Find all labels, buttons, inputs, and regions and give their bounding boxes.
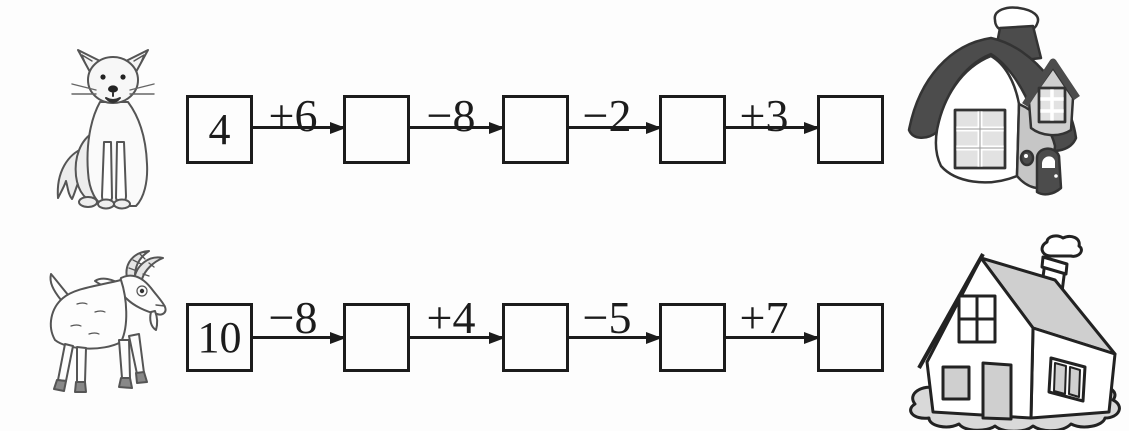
goat-hooves — [118, 377, 133, 389]
arched-door — [1035, 147, 1063, 196]
dormer — [1022, 58, 1080, 137]
operation-label: −2 — [582, 90, 632, 141]
goat-body — [49, 279, 128, 350]
answer-box-row1-3[interactable] — [659, 95, 726, 164]
start-number-box-row1: 4 — [186, 95, 253, 164]
cottage-house-image — [903, 6, 1081, 198]
operation-label: −8 — [426, 90, 476, 141]
flow-arrow-icon — [725, 336, 818, 339]
flow-arrow-icon — [568, 336, 660, 339]
answer-box-row2-4[interactable] — [817, 303, 884, 372]
operation-label: +4 — [426, 292, 476, 343]
goat-tail — [49, 273, 70, 301]
operation-label: −5 — [582, 292, 632, 343]
front-door — [981, 361, 1013, 421]
answer-box-row1-2[interactable] — [502, 95, 569, 164]
front-window — [941, 365, 971, 401]
answer-box-row2-3[interactable] — [659, 303, 726, 372]
flow-arrow-icon — [409, 336, 503, 339]
roof-overhang-edge — [917, 253, 985, 369]
answer-box-row2-2[interactable] — [502, 303, 569, 372]
answer-box-row1-4[interactable] — [817, 95, 884, 164]
start-number-row1: 4 — [208, 105, 231, 154]
goat-image — [25, 250, 175, 402]
dog-image — [48, 46, 178, 214]
side-window — [1047, 356, 1087, 403]
flow-arrow-icon — [252, 126, 344, 129]
answer-box-row2-1[interactable] — [343, 303, 410, 372]
operation-label: +3 — [739, 90, 789, 141]
house-with-chimney-smoke-image — [903, 234, 1129, 430]
flow-arrow-icon — [568, 126, 660, 129]
answer-box-row1-1[interactable] — [343, 95, 410, 164]
gable-window — [957, 294, 997, 344]
operation-label: +6 — [268, 90, 318, 141]
operation-label: −8 — [268, 292, 318, 343]
flow-arrow-icon — [409, 126, 503, 129]
flow-arrow-icon — [725, 126, 818, 129]
goat-beard — [149, 310, 159, 331]
flow-arrow-icon — [252, 336, 344, 339]
operation-label: +7 — [739, 292, 789, 343]
start-number-row2: 10 — [197, 313, 242, 362]
oval-window — [1019, 149, 1035, 167]
front-window — [953, 108, 1007, 170]
chimney-smoke — [1040, 234, 1083, 258]
